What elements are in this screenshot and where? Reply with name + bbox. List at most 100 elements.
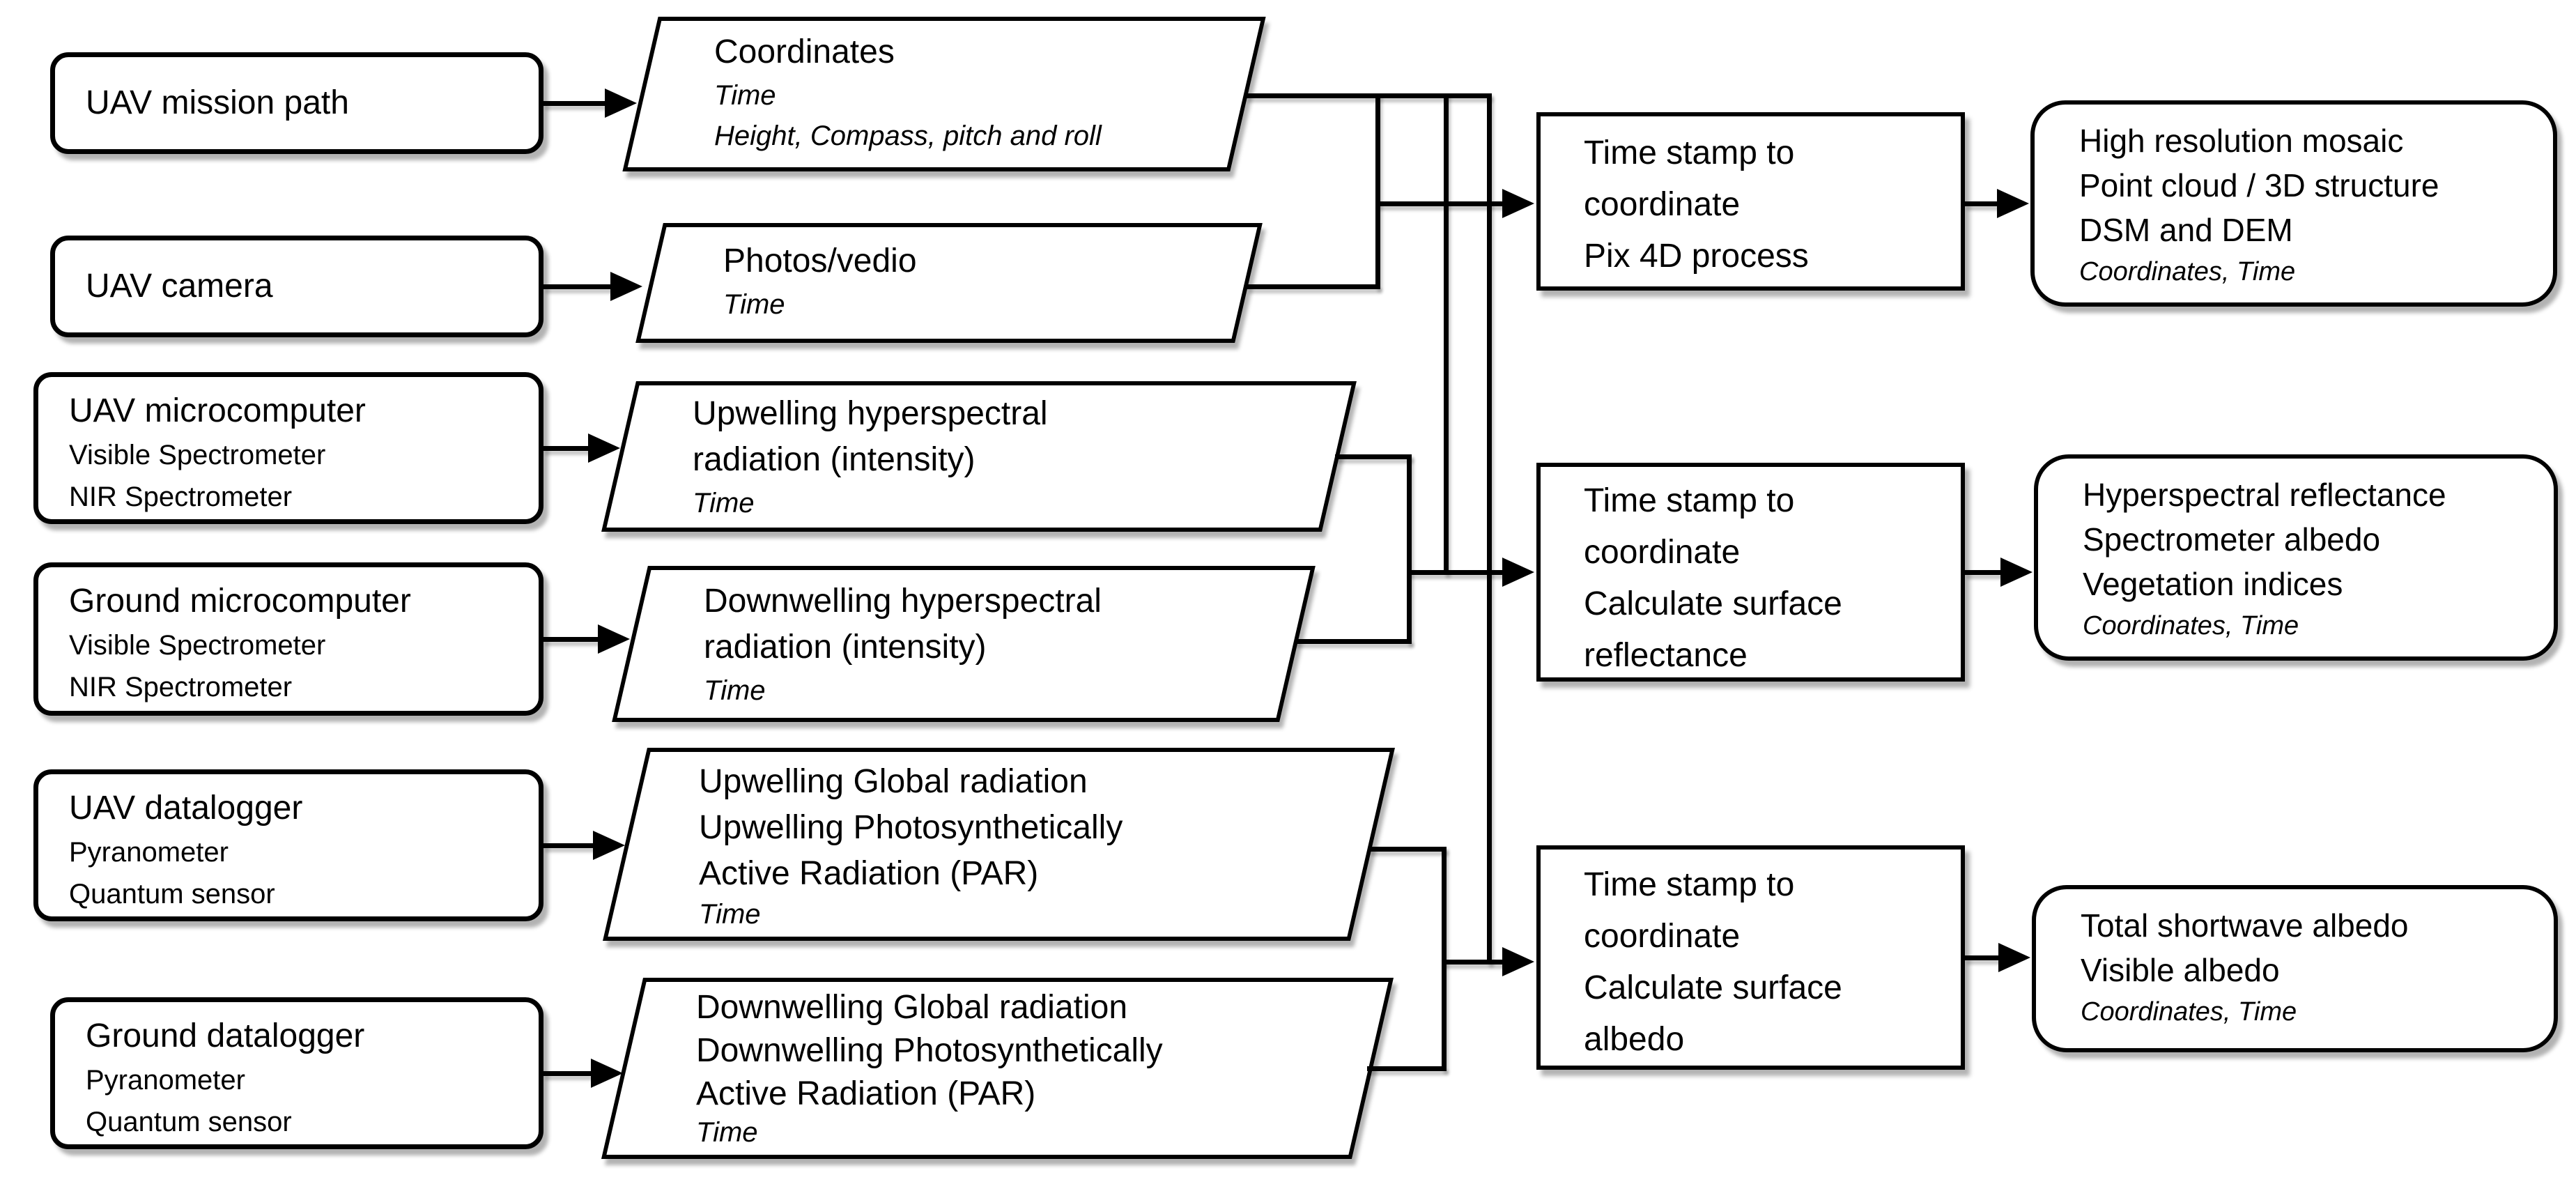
line-into-pix4d [1375, 201, 1505, 206]
line-reflectance-to-output [1965, 570, 2005, 575]
source-title: Ground datalogger [86, 1017, 365, 1054]
line-downwelling-global-out [1367, 1066, 1447, 1071]
data-box-downwelling-global-radiation: Downwelling Global radiation Downwelling… [601, 978, 1394, 1159]
source-subtitle: Pyranometer [86, 1065, 245, 1096]
line-into-reflectance [1407, 570, 1505, 575]
data-box-upwelling-global-radiation: Upwelling Global radiation Upwelling Pho… [603, 748, 1395, 941]
arrow-head [591, 1059, 623, 1088]
source-subtitle: Quantum sensor [69, 879, 275, 909]
arrow-groundmicro-to-downwelling [543, 637, 601, 642]
source-box-uav-camera: UAV camera [50, 236, 543, 337]
process-box-surface-reflectance: Time stamp to coordinate Calculate surfa… [1536, 463, 1965, 682]
output-line: Spectrometer albedo [2083, 521, 2381, 558]
data-line-italic: Height, Compass, pitch and roll [714, 121, 1102, 151]
data-box-upwelling-hyperspectral: Upwelling hyperspectral radiation (inten… [601, 381, 1357, 532]
source-subtitle: Visible Spectrometer [69, 630, 326, 661]
process-line: Calculate surface [1584, 585, 1842, 622]
line-upwelling-hyper-out [1335, 454, 1412, 459]
data-line-italic: Time [723, 289, 785, 320]
data-box-coordinates: Coordinates Time Height, Compass, pitch … [622, 17, 1266, 171]
line-coordinates-out [1246, 93, 1491, 98]
data-box-photos-video: Photos/vedio Time [635, 223, 1263, 343]
data-line-italic: Time [714, 80, 776, 111]
source-subtitle: Pyranometer [69, 837, 229, 868]
data-line: Upwelling Photosynthetically [699, 809, 1123, 846]
output-line: Total shortwave albedo [2081, 907, 2409, 944]
data-line: radiation (intensity) [693, 441, 975, 478]
line-into-albedo [1442, 960, 1505, 965]
line-upwelling-global-out [1368, 847, 1447, 852]
arrow-head [598, 624, 630, 654]
process-line: Time stamp to [1584, 866, 1795, 903]
process-line: coordinate [1584, 918, 1741, 955]
arrow-head [1998, 943, 2030, 972]
arrow-head [588, 433, 620, 463]
output-line: Vegetation indices [2083, 566, 2343, 602]
process-line: albedo [1584, 1021, 1685, 1058]
output-line-italic: Coordinates, Time [2083, 611, 2299, 640]
process-line: reflectance [1584, 637, 1748, 674]
output-line-italic: Coordinates, Time [2079, 257, 2296, 286]
source-title: UAV camera [86, 268, 273, 305]
data-line: Coordinates [714, 33, 895, 70]
process-line: Pix 4D process [1584, 238, 1809, 275]
arrow-head [1502, 189, 1534, 218]
process-line: Calculate surface [1584, 969, 1842, 1006]
process-line: Time stamp to [1584, 135, 1795, 171]
source-subtitle: NIR Spectrometer [69, 482, 293, 512]
data-line: Active Radiation (PAR) [696, 1075, 1036, 1112]
data-line-italic: Time [699, 899, 761, 930]
arrow-head [605, 89, 637, 118]
arrow-groundlogger-to-downwelling-global [543, 1071, 594, 1076]
source-title: UAV datalogger [69, 790, 303, 827]
data-line-italic: Time [704, 675, 766, 706]
process-line: Time stamp to [1584, 482, 1795, 519]
output-box-reflectance: Hyperspectral reflectance Spectrometer a… [2034, 454, 2558, 661]
arrow-head [610, 272, 642, 301]
bus-line-to-albedo [1487, 93, 1492, 965]
data-line-italic: Time [693, 488, 755, 518]
output-line: DSM and DEM [2079, 212, 2293, 248]
bus-line-row2-join [1407, 454, 1412, 644]
output-line: Visible albedo [2081, 952, 2280, 988]
arrow-uavmicro-to-upwelling [543, 446, 591, 451]
line-pix4d-to-mosaic [1965, 201, 2001, 206]
source-box-uav-mission-path: UAV mission path [50, 52, 543, 154]
arrow-camera-to-photos [543, 284, 612, 289]
bus-line-row1-join [1375, 93, 1380, 289]
arrow-head [593, 831, 625, 860]
output-box-albedo: Total shortwave albedo Visible albedo Co… [2032, 885, 2558, 1052]
arrow-head [1997, 189, 2029, 218]
bus-line-to-reflectance [1444, 93, 1449, 575]
data-line: Active Radiation (PAR) [699, 855, 1039, 892]
data-line: Downwelling hyperspectral [704, 583, 1102, 620]
source-title: UAV mission path [86, 84, 349, 121]
process-line: coordinate [1584, 534, 1741, 571]
output-line: High resolution mosaic [2079, 123, 2404, 159]
process-box-pix4d: Time stamp to coordinate Pix 4D process [1536, 112, 1965, 291]
output-box-mosaic: High resolution mosaic Point cloud / 3D … [2030, 100, 2557, 307]
source-box-ground-datalogger: Ground datalogger Pyranometer Quantum se… [50, 997, 543, 1149]
data-line: Photos/vedio [723, 243, 917, 279]
source-subtitle: Visible Spectrometer [69, 440, 326, 470]
data-line: Downwelling Photosynthetically [696, 1032, 1163, 1069]
source-box-uav-microcomputer: UAV microcomputer Visible Spectrometer N… [33, 372, 543, 524]
output-line: Hyperspectral reflectance [2083, 477, 2446, 513]
source-subtitle: Quantum sensor [86, 1107, 292, 1137]
data-line: radiation (intensity) [704, 629, 987, 666]
source-subtitle: NIR Spectrometer [69, 672, 293, 702]
line-photos-out [1247, 284, 1380, 289]
data-box-downwelling-hyperspectral: Downwelling hyperspectral radiation (int… [612, 566, 1316, 722]
arrow-head [1502, 558, 1534, 587]
process-box-surface-albedo: Time stamp to coordinate Calculate surfa… [1536, 845, 1965, 1070]
line-downwelling-hyper-out [1295, 639, 1412, 644]
arrow-head [2000, 558, 2033, 587]
output-line: Point cloud / 3D structure [2079, 167, 2439, 203]
source-box-ground-microcomputer: Ground microcomputer Visible Spectromete… [33, 562, 543, 716]
data-line: Downwelling Global radiation [696, 989, 1128, 1026]
arrow-uavlogger-to-upwelling-global [543, 843, 596, 848]
arrow-head [1502, 947, 1534, 976]
source-title: UAV microcomputer [69, 392, 366, 429]
arrow-mission-to-coordinates [543, 101, 610, 106]
